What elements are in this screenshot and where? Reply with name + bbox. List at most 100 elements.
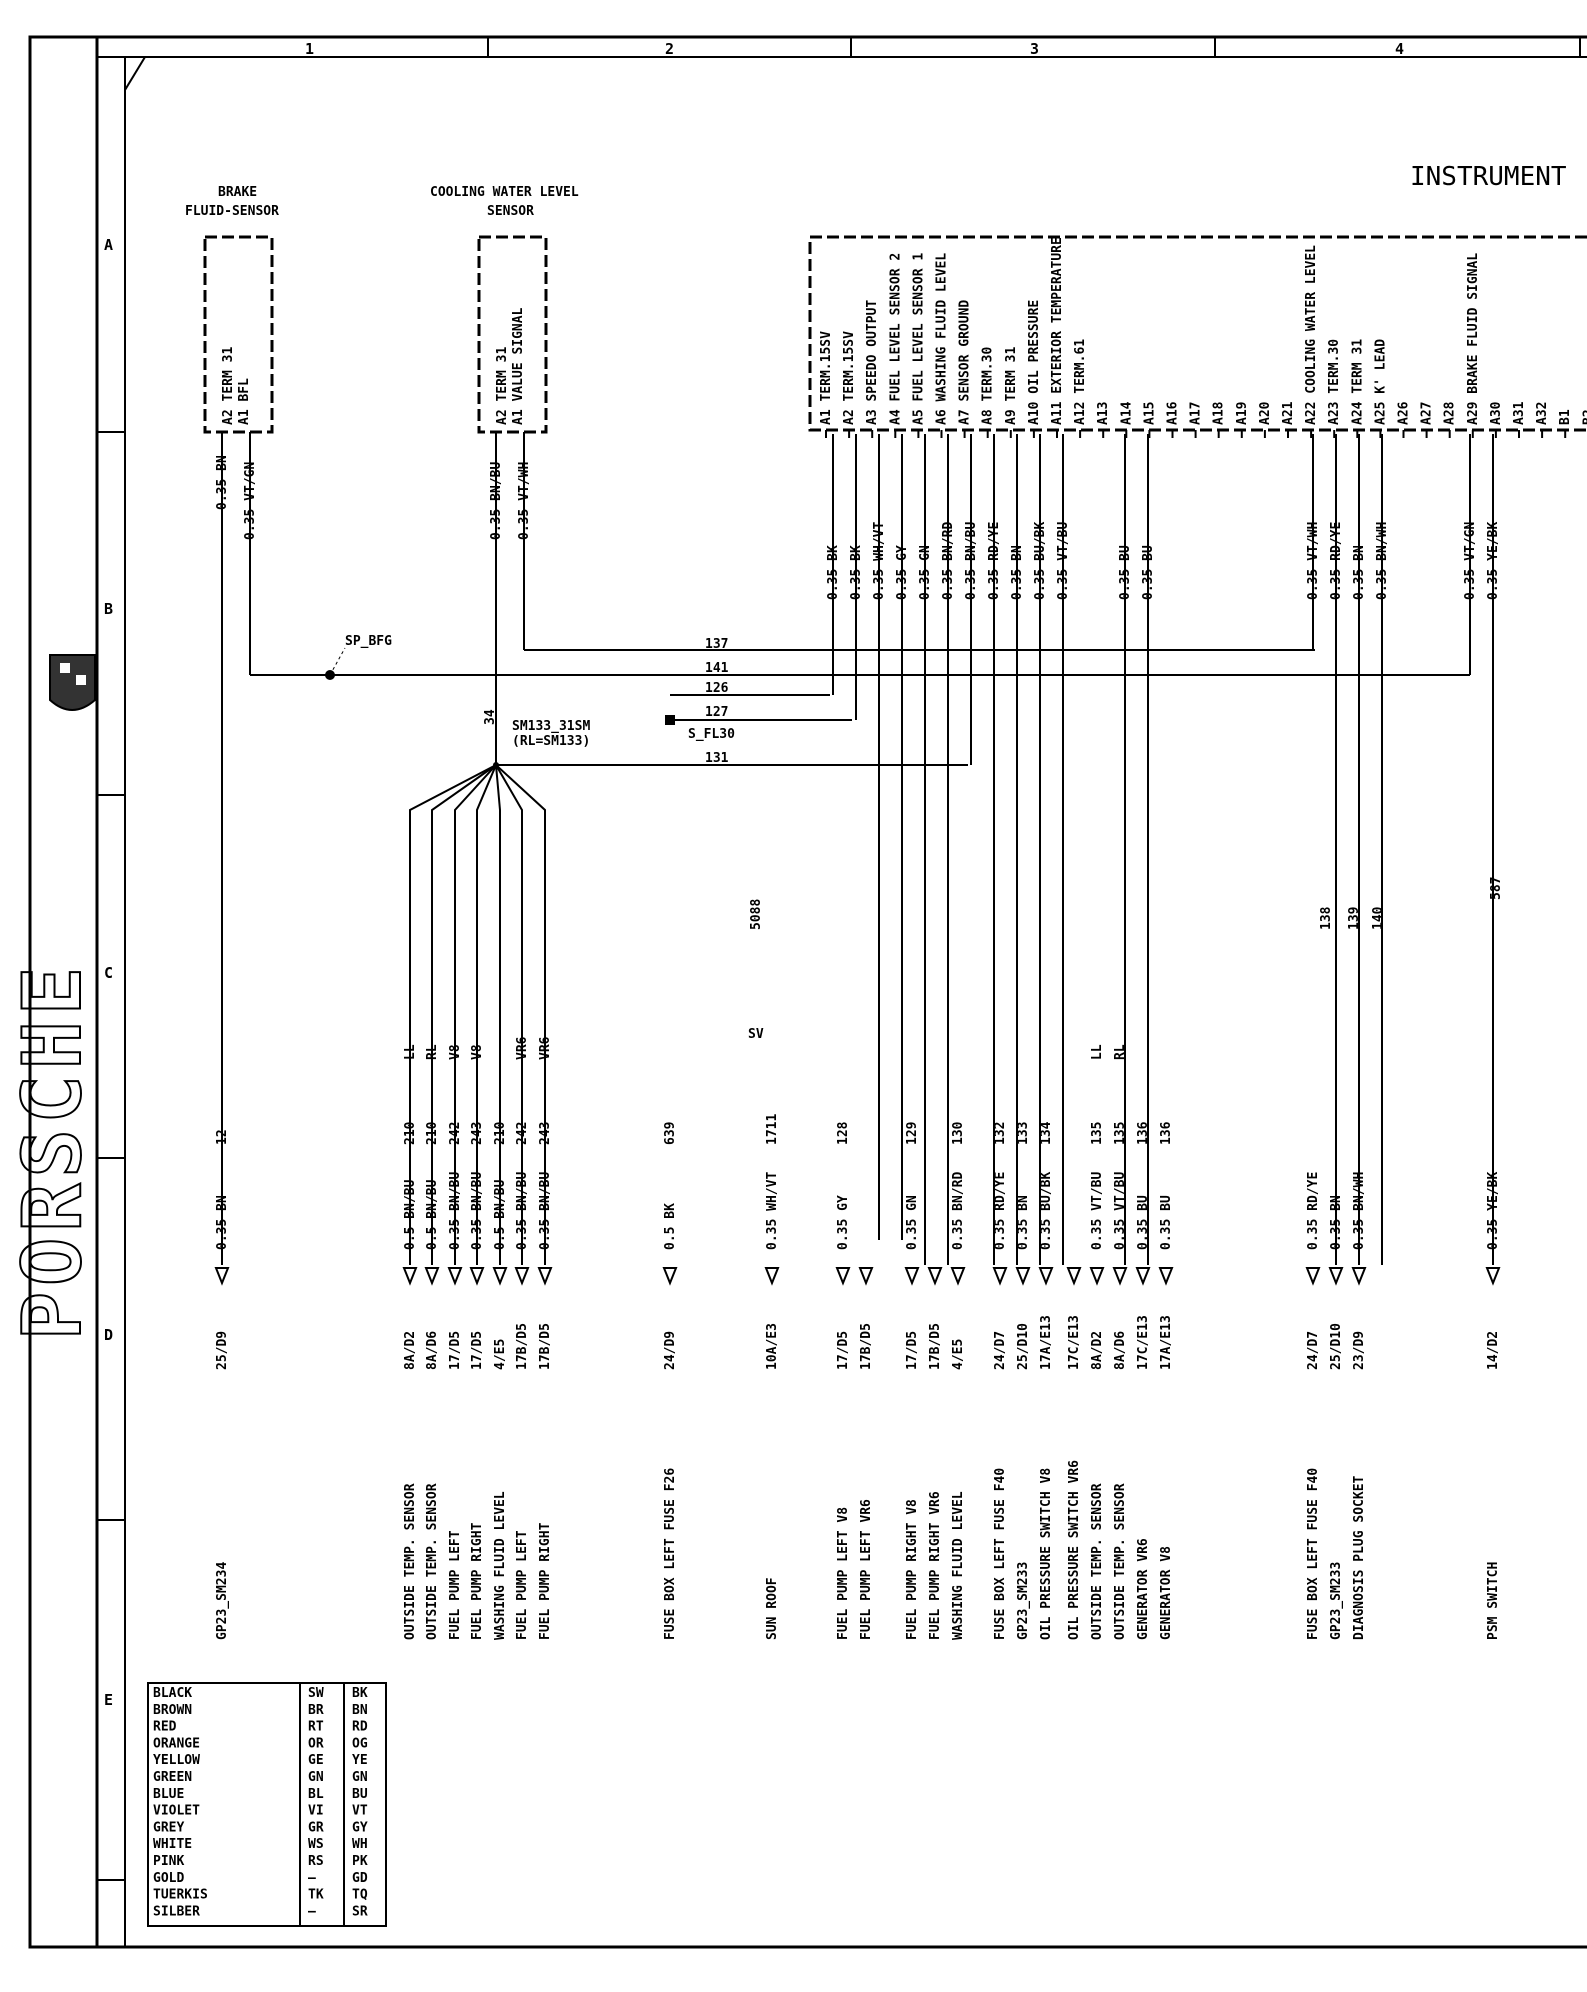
instrument-pin-label: A26: [1397, 401, 1412, 425]
legend-color-name: WHITE: [153, 1837, 192, 1852]
connector-ref: 4/E5: [493, 1339, 508, 1370]
connector-name: FUSE BOX LEFT FUSE F40: [1306, 1468, 1321, 1640]
connector-symbol: [1089, 1267, 1105, 1286]
connector-name: FUEL PUMP LEFT: [448, 1530, 463, 1640]
connector-symbol: [1066, 1267, 1082, 1286]
wire-label: 0.35 BK: [849, 545, 864, 600]
wire-label: 0.35 BN/BU: [964, 522, 979, 600]
wire-label: 0.35 BU: [1141, 545, 1156, 600]
fan-wire: [495, 764, 501, 1265]
brake-sensor-pin: A2 TERM 31: [221, 347, 236, 425]
instrument-pin-label: A27: [1420, 402, 1435, 425]
wire-label: 0.35 VT/BU: [1056, 522, 1071, 600]
instrument-pin-label: A31: [1512, 401, 1527, 425]
wire-label: 0.35 BN/WH: [1352, 1172, 1367, 1250]
connector-ref: 17B/D5: [859, 1323, 874, 1370]
connector-symbol: [764, 1267, 780, 1286]
wire-label: 0.35 BK: [826, 545, 841, 600]
wire-label: 0.35 GY: [836, 1195, 851, 1250]
cooling-sensor-pin: A2 TERM 31: [495, 347, 510, 425]
instrument-pin-label: A4 FUEL LEVEL SENSOR 2: [888, 253, 903, 425]
legend-german-code: GE: [308, 1753, 324, 1768]
variant-tag: VR6: [538, 1036, 553, 1060]
instrument-pin-label: A29 BRAKE FLUID SIGNAL: [1466, 253, 1481, 425]
connector-ref: 14/D2: [1486, 1331, 1501, 1370]
connector-name: FUEL PUMP LEFT V8: [836, 1507, 851, 1640]
wire-label: 0.35 RD/YE: [1306, 1172, 1321, 1250]
wire-number: 34: [483, 709, 498, 725]
legend-color-name: YELLOW: [153, 1753, 200, 1768]
connector-ref: 17B/D5: [515, 1323, 530, 1370]
brake-sensor-title: BRAKE: [218, 185, 257, 200]
legend-english-code: PK: [352, 1854, 368, 1869]
connector-name: FUSE BOX LEFT FUSE F26: [663, 1468, 678, 1640]
wire-label: 0.35 VT/BU: [1090, 1172, 1105, 1250]
wire-label: 0.35 BN/RD: [941, 522, 956, 600]
wire-number: 1711: [765, 1114, 780, 1145]
instrument-pin-label: A2 TERM.15SV: [842, 331, 857, 425]
wire-number: 210: [425, 1121, 440, 1145]
column-label: 1: [305, 40, 314, 58]
row-label: C: [104, 964, 113, 982]
connector-name: GENERATOR V8: [1159, 1546, 1174, 1640]
connector-symbol: [904, 1267, 920, 1286]
bus-number: 127: [705, 705, 728, 720]
connector-name: GENERATOR VR6: [1136, 1538, 1151, 1640]
connector-symbol: [1328, 1267, 1344, 1286]
legend-german-code: —: [308, 1904, 316, 1919]
wire-label: 0.35 BN/BU: [538, 1172, 553, 1250]
connector-ref: 10A/E3: [765, 1323, 780, 1370]
legend-german-code: SW: [308, 1686, 324, 1701]
variant-tag: LL: [403, 1044, 418, 1060]
wire-number: 210: [493, 1121, 508, 1145]
variant-tag: V8: [448, 1044, 463, 1060]
instrument-pin-label: A7 SENSOR GROUND: [958, 300, 973, 425]
leader: [329, 647, 346, 676]
connector-name: FUSE BOX LEFT FUSE F40: [993, 1468, 1008, 1640]
connector-symbol: [992, 1267, 1008, 1286]
row-label: A: [104, 236, 113, 254]
legend-english-code: BU: [352, 1787, 368, 1802]
connector-ref: 24/D7: [993, 1331, 1008, 1370]
splice-label: S_FL30: [688, 727, 735, 742]
wire-label: 0.35 BN: [1010, 545, 1025, 600]
instrument-pin-label: B2: [1581, 409, 1587, 425]
row-label: D: [104, 1326, 113, 1344]
wire-number: 242: [515, 1122, 530, 1145]
connector-ref: 8A/D2: [1090, 1331, 1105, 1370]
row-label: E: [104, 1691, 113, 1709]
legend-color-name: BROWN: [153, 1703, 192, 1718]
wire-label: 0.35 GN: [905, 1195, 920, 1250]
wire-label: 0.35 RD/YE: [987, 522, 1002, 600]
brake-sensor-title: FLUID-SENSOR: [185, 204, 279, 219]
wire-label: 0.5 BN/BU: [403, 1179, 418, 1250]
legend-german-code: —: [308, 1871, 316, 1886]
brake-sensor-pin: A1 BFL: [237, 378, 252, 425]
variant-tag: RL: [425, 1044, 440, 1060]
connector-name: OIL PRESSURE SWITCH VR6: [1067, 1460, 1082, 1640]
connector-symbol: [1112, 1267, 1128, 1286]
wire-number: 136: [1136, 1121, 1151, 1145]
connector-symbol: [1015, 1267, 1031, 1286]
cooling-sensor-title: SENSOR: [487, 204, 534, 219]
wire-label: 0.35 BN: [1329, 1195, 1344, 1250]
legend-english-code: TQ: [352, 1888, 368, 1903]
wire-label: 0.35 BN/BU: [448, 1172, 463, 1250]
wire-label: 0.35 VT/BU: [1113, 1172, 1128, 1250]
connector-symbol: [858, 1267, 874, 1286]
outer-frame: [28, 35, 1587, 1949]
wire-number: 128: [836, 1121, 851, 1145]
cooling-sensor-box: [477, 235, 548, 434]
instrument-pin-label: A21: [1281, 401, 1296, 425]
wire-label: 0.35 WH/VT: [872, 522, 887, 600]
wire-label: 0.35 BU: [1118, 545, 1133, 600]
wire-label: 0.5 BN/BU: [493, 1179, 508, 1250]
wire-label: 0.35 BU: [1136, 1195, 1151, 1250]
connector-symbol: [469, 1267, 485, 1286]
wire-number: 134: [1039, 1121, 1054, 1145]
wire-number: 243: [470, 1122, 485, 1145]
instrument-pin-label: A18: [1212, 401, 1227, 425]
instrument-pin-label: B1: [1558, 409, 1573, 425]
legend-english-code: WH: [352, 1837, 368, 1852]
